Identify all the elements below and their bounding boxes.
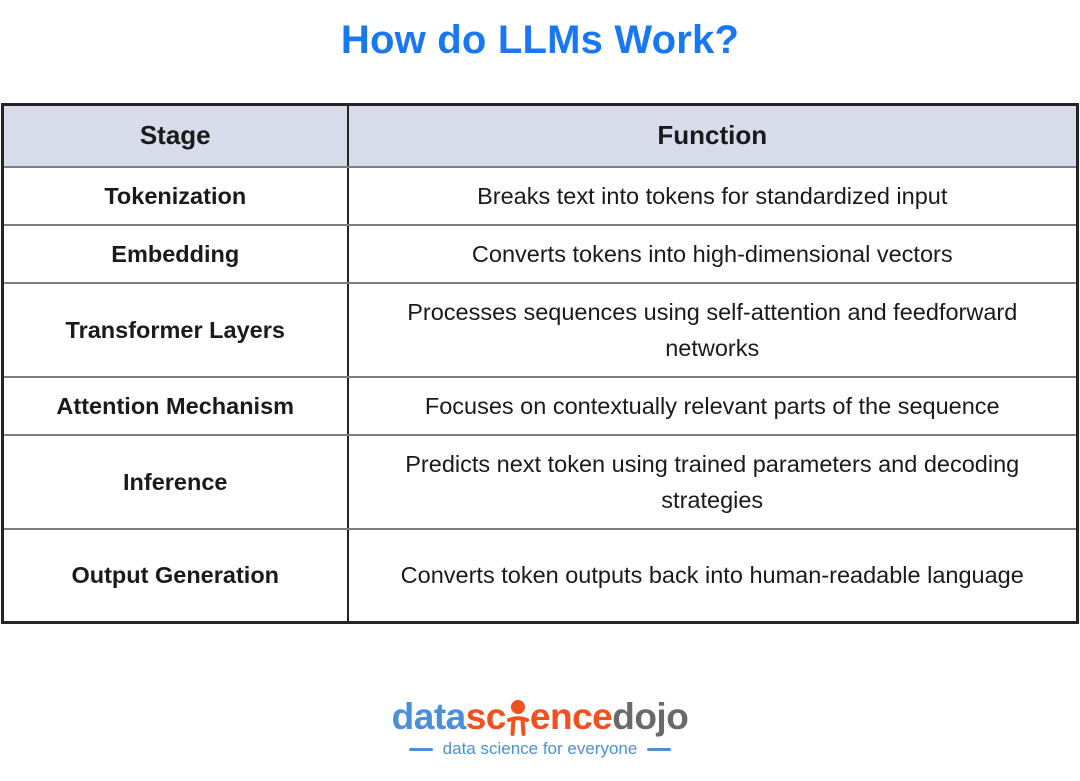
table-row: Embedding Converts tokens into high-dime… [1, 223, 1079, 284]
stage-cell: Tokenization [1, 165, 349, 226]
column-header-function: Function [346, 103, 1079, 168]
function-cell: Focuses on contextually relevant parts o… [346, 375, 1079, 436]
logo-text-ence: ence [529, 696, 613, 737]
sitting-person-icon [506, 694, 529, 738]
table-row: Output Generation Converts token outputs… [1, 527, 1079, 624]
tagline-left-dash [408, 747, 433, 751]
table-row: Attention Mechanism Focuses on contextua… [1, 375, 1079, 436]
page-title: How do LLMs Work? [340, 18, 740, 62]
function-cell: Converts tokens into high-dimensional ve… [346, 223, 1079, 284]
column-header-stage: Stage [1, 103, 349, 168]
llm-stages-table: Stage Function Tokenization Breaks text … [1, 103, 1079, 624]
function-cell: Processes sequences using self-attention… [346, 281, 1079, 378]
tagline-right-dash [647, 747, 672, 751]
stage-cell: Inference [1, 433, 349, 530]
table-row: Inference Predicts next token using trai… [1, 433, 1079, 530]
function-cell: Predicts next token using trained parame… [346, 433, 1079, 530]
logo-tagline: data science for everyone [408, 739, 672, 759]
function-cell: Breaks text into tokens for standardized… [346, 165, 1079, 226]
stage-cell: Embedding [1, 223, 349, 284]
function-cell: Converts token outputs back into human-r… [346, 527, 1079, 624]
stage-cell: Transformer Layers [1, 281, 349, 378]
table-row: Tokenization Breaks text into tokens for… [1, 165, 1079, 226]
title-container: How do LLMs Work? [0, 0, 1080, 103]
logo-text-data: data [391, 696, 467, 737]
logo-text-sc: sc [465, 696, 507, 737]
stage-cell: Output Generation [1, 527, 349, 624]
stage-cell: Attention Mechanism [1, 375, 349, 436]
table-header-row: Stage Function [1, 103, 1079, 168]
tagline-text: data science for everyone [442, 739, 638, 758]
table-row: Transformer Layers Processes sequences u… [1, 281, 1079, 378]
logo-text-dojo: dojo [612, 696, 689, 737]
